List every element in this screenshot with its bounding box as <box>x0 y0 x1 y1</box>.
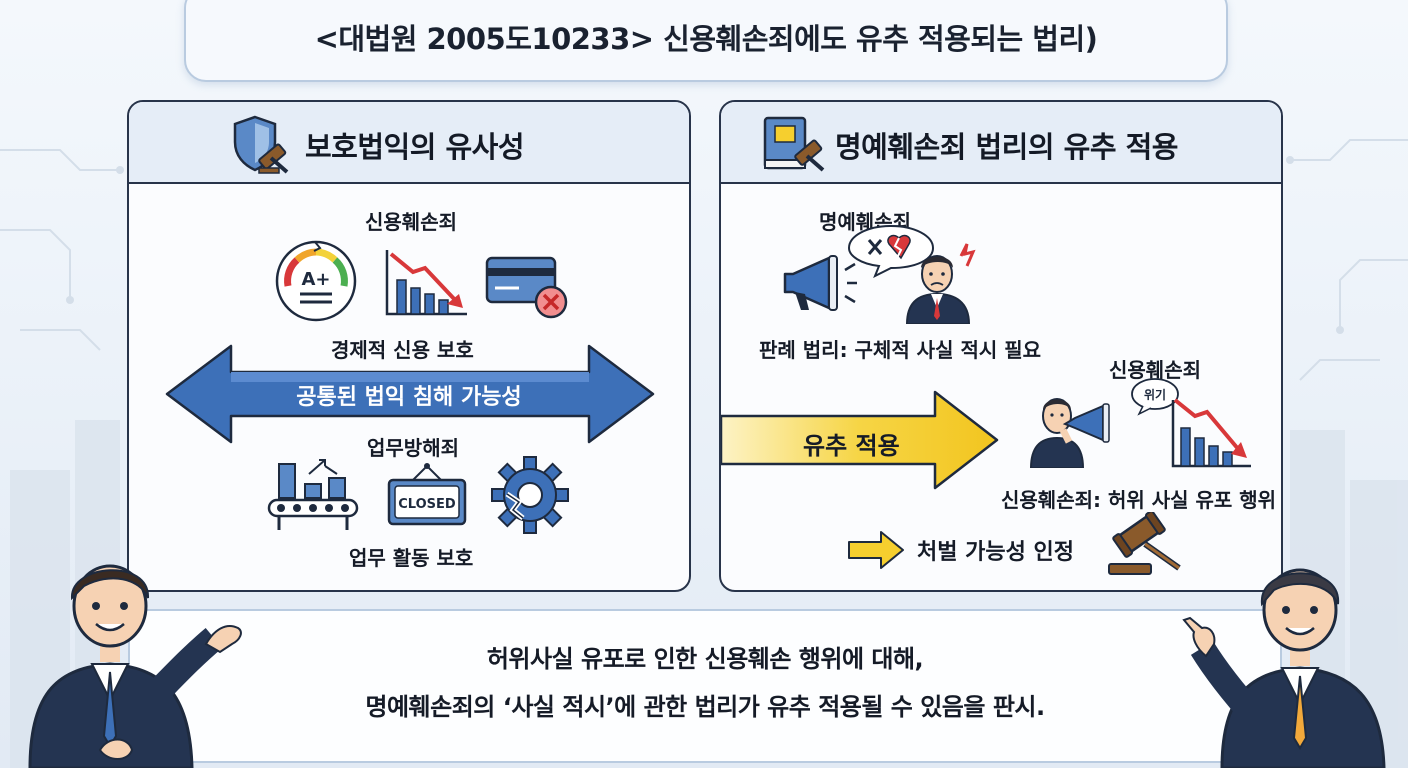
business-activity-caption: 업무 활동 보호 <box>349 546 474 570</box>
crisis-text: 위기 <box>1144 387 1166 402</box>
left-presenter-illustration <box>28 564 242 768</box>
closed-sign-text: CLOSED <box>398 497 456 512</box>
punishment-caption: 처벌 가능성 인정 <box>917 540 1074 565</box>
analogy-arrow-label: 유추 적용 <box>803 432 900 460</box>
panel-header: 명예훼손죄 법리의 유추 적용 <box>721 102 1281 184</box>
broken-gear-icon <box>491 456 569 534</box>
analogy-arrow <box>721 390 999 490</box>
panel-protected-interest: 보호법익의 유사성 신용훼손죄 A+ 경제적 신용 보호 공통된 법익 <box>127 100 691 592</box>
panel-heading: 보호법익의 유사성 <box>305 130 525 164</box>
shield-gavel-icon <box>233 115 289 174</box>
result-arrow <box>848 531 904 569</box>
distressed-person-icon <box>905 243 976 324</box>
rating-badge: A+ <box>301 269 330 290</box>
false-fact-caption: 신용훼손죄: 허위 사실 유포 행위 <box>1001 488 1277 512</box>
panel-analogy-application: 명예훼손죄 법리의 유추 적용 명예훼손죄 판례 법리: 구체적 사실 적시 필… <box>719 100 1283 592</box>
crisis-speech-bubble: 위기 <box>1131 378 1179 416</box>
title-banner: <대법원 2005도10233> 신용훼손죄에도 유추 적용되는 법리) <box>184 0 1228 82</box>
page-title: <대법원 2005도10233> 신용훼손죄에도 유추 적용되는 법리) <box>314 22 1098 56</box>
panel-header: 보호법익의 유사성 <box>129 102 689 184</box>
business-obstruction-label: 업무방해죄 <box>367 436 459 460</box>
conclusion-line-1: 허위사실 유포로 인한 신용훼손 행위에 대해, <box>486 645 924 673</box>
law-book-gavel-icon <box>763 116 825 172</box>
economic-credit-caption: 경제적 신용 보호 <box>331 338 474 362</box>
gavel-icon <box>1108 512 1181 575</box>
common-infringement-label: 공통된 법익 침해 가능성 <box>296 385 522 410</box>
megaphone-icon <box>783 255 857 311</box>
conveyor-belt-icon <box>267 459 359 530</box>
declining-chart-icon <box>1171 398 1251 468</box>
broken-heart-bubble-icon <box>847 224 935 278</box>
conclusion-line-2: 명예훼손죄의 ‘사실 적시’에 관한 법리가 유추 적용될 수 있음을 판시. <box>365 693 1045 721</box>
credit-card-declined-icon <box>485 256 568 319</box>
declining-chart-icon <box>385 250 467 316</box>
conclusion-box: 허위사실 유포로 인한 신용훼손 행위에 대해, 명예훼손죄의 ‘사실 적시’에… <box>128 609 1282 763</box>
credit-rating-gauge-icon: A+ <box>275 240 357 322</box>
closed-sign-icon: CLOSED <box>387 463 467 526</box>
precedent-caption: 판례 법리: 구체적 사실 적시 필요 <box>759 338 1042 362</box>
credit-defamation-label: 신용훼손죄 <box>365 210 457 234</box>
credit-defamation-label: 신용훼손죄 <box>1109 358 1201 382</box>
right-presenter-illustration <box>1182 568 1386 768</box>
double-arrow <box>165 344 655 444</box>
panel-heading: 명예훼손죄 법리의 유추 적용 <box>835 130 1178 164</box>
person-with-megaphone-icon <box>1029 398 1110 468</box>
